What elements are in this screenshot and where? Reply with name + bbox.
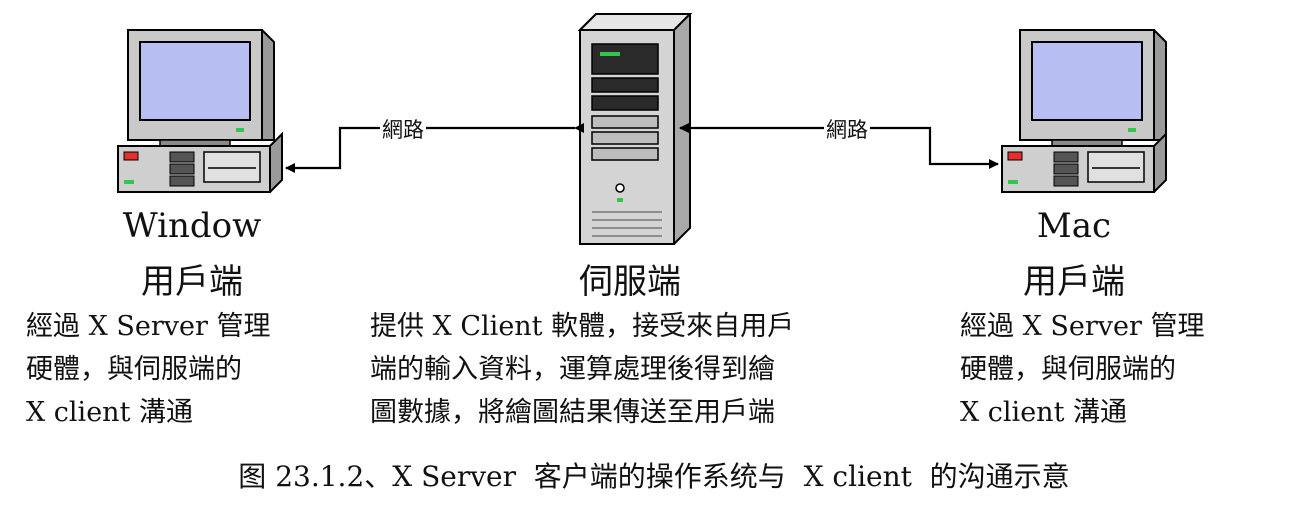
right-network-label: 網路 xyxy=(824,114,870,144)
right-computer-icon xyxy=(1001,29,1167,193)
right-client-role: 用戶端 xyxy=(1023,262,1125,302)
left-client-os-name: Window xyxy=(122,206,262,246)
server-role: 伺服端 xyxy=(579,262,681,302)
figure-caption: 图 23.1.2、X Server 客户端的操作系统与 X client 的沟通… xyxy=(238,460,1070,493)
left-client-desc-line: 經過 X Server 管理 xyxy=(26,311,271,342)
server-tower-icon xyxy=(577,13,693,245)
right-client-desc-line: X client 溝通 xyxy=(960,397,1127,428)
left-network-label: 網路 xyxy=(380,114,426,144)
left-client-desc-line: X client 溝通 xyxy=(26,397,193,428)
right-client-desc-line: 經過 X Server 管理 xyxy=(960,311,1205,342)
server-desc-line: 圖數據，將繪圖結果傳送至用戶端 xyxy=(370,397,775,428)
left-network-link xyxy=(285,123,584,173)
left-client-role: 用戶端 xyxy=(141,262,243,302)
server-desc-line: 端的輸入資料，運算處理後得到繪 xyxy=(370,354,775,385)
left-computer-icon xyxy=(117,29,283,193)
server-desc-line: 提供 X Client 軟體，接受來自用戶 xyxy=(370,311,795,342)
left-client-desc-line: 硬體，與伺服端的 xyxy=(26,354,242,385)
right-network-link xyxy=(679,123,999,169)
right-client-os-name: Mac xyxy=(1036,206,1112,246)
right-client-desc-line: 硬體，與伺服端的 xyxy=(960,354,1176,385)
